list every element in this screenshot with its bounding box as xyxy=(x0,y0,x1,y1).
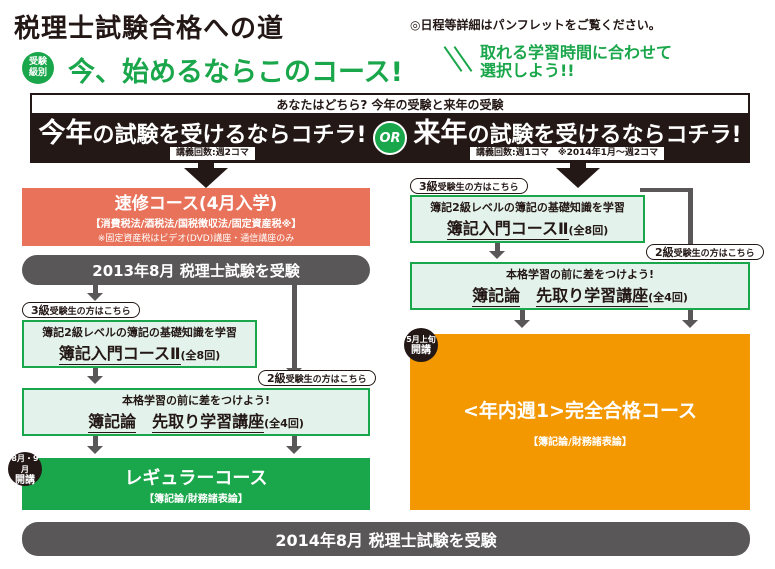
or-badge: OR xyxy=(373,121,407,155)
arrow-stem-l1 xyxy=(93,285,98,295)
level2-tag-right: 2級受験生の方はこちら xyxy=(646,244,764,260)
this-year-heading: 今年の試験を受けるならコチラ! xyxy=(38,117,367,149)
kaiko-badge-right: 5月上旬開講 xyxy=(404,328,438,362)
regular-course-box: レギュラーコース 【簿記論/財務諸表論】 xyxy=(22,458,370,510)
arrow-stem-r3 xyxy=(520,310,525,322)
page-title: 税理士試験合格への道 xyxy=(14,14,285,44)
arrow-stem-right xyxy=(570,163,586,169)
sakidori-box-right: 本格学習の前に差をつけよう! 簿記論 先取り学習講座(全4回) xyxy=(410,262,750,310)
arrow-stem-l2 xyxy=(292,285,297,369)
sakidori-title-right: 簿記論 先取り学習講座(全4回) xyxy=(472,286,688,307)
arrow-stem-l3 xyxy=(93,368,98,377)
sokushu-course-box: 速修コース(4月入学) 【消費税法/酒税法/国税徴収法/固定資産税※】 ※固定資… xyxy=(22,188,370,246)
next-year-heading: 来年の試験を受けるならコチラ! xyxy=(413,117,742,149)
arrow-stem-r1 xyxy=(495,243,500,252)
arrow-l3 xyxy=(87,376,103,384)
nennai-subjects: 【簿記論/財務諸表論】 xyxy=(528,437,632,448)
sakidori-title-left: 簿記論 先取り学習講座(全4回) xyxy=(88,412,304,433)
arrow-down-right xyxy=(556,168,600,188)
boki-intro-title-left: 簿記入門コースⅡ(全8回) xyxy=(58,344,221,365)
arrow-stem-r2 xyxy=(688,190,693,250)
level3-tag-right: 3級受験生の方はこちら xyxy=(410,178,528,194)
badge-line1: 受験 xyxy=(28,57,47,67)
this-year-option: 今年の試験を受けるならコチラ! xyxy=(30,113,375,149)
sokushu-title: 速修コース(4月入学) xyxy=(114,193,278,214)
boki-intro-title-right: 簿記入門コースⅡ(全8回) xyxy=(446,219,609,240)
boki-intro-desc-right: 簿記2級レベルの簿記の基礎知識を学習 xyxy=(430,201,625,214)
arrow-l5 xyxy=(286,446,302,454)
badge-line2: 級別 xyxy=(28,68,47,78)
next-year-option: 来年の試験を受けるならコチラ! xyxy=(405,113,750,149)
arrow-stem-r4 xyxy=(688,310,693,322)
arrow-r1 xyxy=(489,251,505,259)
arrow-stem-l4 xyxy=(93,436,98,447)
slash-decor-1 xyxy=(443,46,463,72)
slash-decor-2 xyxy=(453,46,473,72)
boki-intro-box-left: 簿記2級レベルの簿記の基礎知識を学習 簿記入門コースⅡ(全8回) xyxy=(22,320,257,368)
callout-line1: 取れる学習時間に合わせて xyxy=(480,43,673,62)
next-year-lecture-count: 講義回数:週1コマ ※2014年1月～週2コマ xyxy=(470,147,665,160)
regular-subjects: 【簿記論/財務諸表論】 xyxy=(144,493,248,505)
boki-intro-desc-left: 簿記2級レベルの簿記の基礎知識を学習 xyxy=(42,326,237,339)
nennai-course-box: <年内週1>完全合格コース 【簿記論/財務諸表論】 xyxy=(410,334,750,510)
boki-intro-box-right: 簿記2級レベルの簿記の基礎知識を学習 簿記入門コースⅡ(全8回) xyxy=(410,195,645,243)
sakidori-box-left: 本格学習の前に差をつけよう! 簿記論 先取り学習講座(全4回) xyxy=(22,388,370,436)
arrow-l1 xyxy=(87,293,103,301)
sokushu-note: ※固定資産税はビデオ(DVD)講座・通信講座のみ xyxy=(97,233,295,244)
this-year-lecture-count: 講義回数:週2コマ xyxy=(170,147,255,160)
level2-tag-left: 2級受験生の方はこちら xyxy=(258,370,376,386)
arrow-connector-r xyxy=(640,188,693,192)
sokushu-subjects: 【消費税法/酒税法/国税徴収法/固定資産税※】 xyxy=(90,218,302,230)
exam-2013-bar: 2013年8月 税理士試験を受験 xyxy=(22,255,370,285)
level3-tag-left: 3級受験生の方はこちら xyxy=(22,302,140,318)
arrow-l4 xyxy=(87,446,103,454)
which-question: あなたはどちら? 今年の受験と来年の受験 xyxy=(30,93,750,113)
arrow-r4 xyxy=(682,320,698,328)
sakidori-desc-right: 本格学習の前に差をつけよう! xyxy=(505,268,654,281)
exam-2014-bar: 2014年8月 税理士試験を受験 xyxy=(22,522,750,556)
subtitle: 今、始めるならこのコース! xyxy=(68,57,403,88)
which-question-text: あなたはどちら? 今年の受験と来年の受験 xyxy=(276,97,504,112)
arrow-stem-left xyxy=(198,163,214,169)
pamphlet-note: ◎日程等詳細はパンフレットをご覧ください。 xyxy=(410,18,661,32)
callout-line2: 選択しよう!! xyxy=(480,61,575,80)
nennai-title: <年内週1>完全合格コース xyxy=(462,400,698,422)
arrow-r3 xyxy=(514,320,530,328)
sakidori-desc-left: 本格学習の前に差をつけよう! xyxy=(121,394,270,407)
study-time-callout: 取れる学習時間に合わせて 選択しよう!! xyxy=(480,44,672,80)
arrow-down-left xyxy=(184,168,228,188)
regular-title: レギュラーコース xyxy=(124,467,268,489)
arrow-stem-l5 xyxy=(292,436,297,447)
level-badge: 受験 級別 xyxy=(22,52,54,84)
kaiko-badge-left: 8月・9月開講 xyxy=(8,452,42,486)
